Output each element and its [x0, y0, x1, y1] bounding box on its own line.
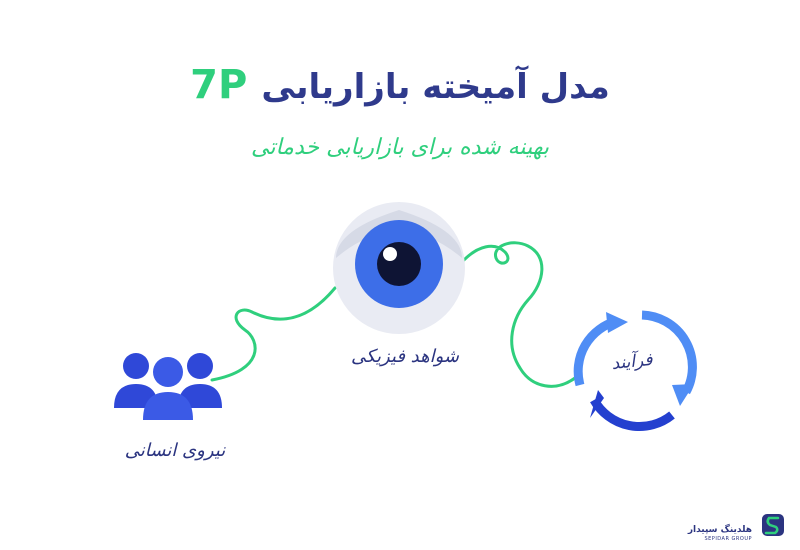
- process-cycle-icon: [573, 310, 697, 432]
- connector-people-eye: [210, 286, 337, 382]
- label-physical-evidence: شواهد فیزیکی: [351, 346, 459, 367]
- logo-name: هلدینگ سپیدار: [687, 525, 752, 535]
- title-brand: 7P: [190, 62, 248, 108]
- subtitle: بهینه شده برای بازاریابی خدماتی: [251, 135, 549, 160]
- connector-eye-process: [460, 241, 577, 388]
- logo-tagline: SEPIDAR GROUP: [704, 536, 752, 542]
- label-people: نیروی انسانی: [124, 440, 226, 461]
- logo-mark: [762, 514, 784, 536]
- eye-icon: [333, 202, 465, 334]
- people-icon: [114, 353, 222, 420]
- company-logo: هلدینگ سپیدار SEPIDAR GROUP: [688, 526, 782, 542]
- page-title: مدل آمیخته بازاریابی: [261, 67, 610, 107]
- title-block: مدل آمیخته بازاریابی 7P: [0, 62, 800, 108]
